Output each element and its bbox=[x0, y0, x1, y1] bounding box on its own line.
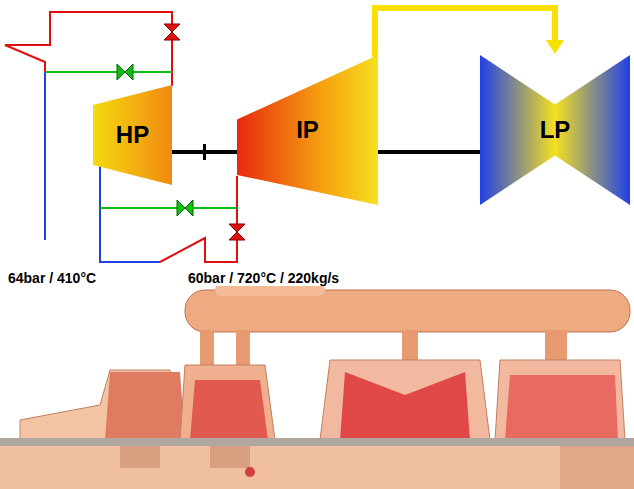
bypass-pipe bbox=[45, 71, 172, 73]
hot-pipe bbox=[160, 176, 237, 262]
turbine-label: HP bbox=[116, 121, 149, 149]
hot-pipe bbox=[5, 12, 172, 86]
lp-turbine: LP bbox=[480, 55, 630, 205]
turbine-cutaway bbox=[0, 284, 634, 489]
ip-turbine: IP bbox=[237, 55, 378, 205]
steam-condition: 64bar / 410°C bbox=[8, 270, 96, 286]
shaft-line bbox=[377, 152, 481, 153]
steam-condition: 60bar / 720°C / 220kg/s bbox=[188, 270, 339, 286]
bypass-pipe bbox=[100, 207, 237, 209]
valve-symbol bbox=[177, 200, 245, 240]
cold-pipe bbox=[44, 72, 46, 240]
hp-turbine: HP bbox=[93, 85, 172, 185]
turbine-label: IP bbox=[296, 116, 319, 144]
turbine-label: LP bbox=[540, 116, 571, 144]
crossover-pipe bbox=[375, 8, 564, 57]
valve-symbol bbox=[117, 24, 180, 80]
shaft-line bbox=[171, 144, 238, 160]
